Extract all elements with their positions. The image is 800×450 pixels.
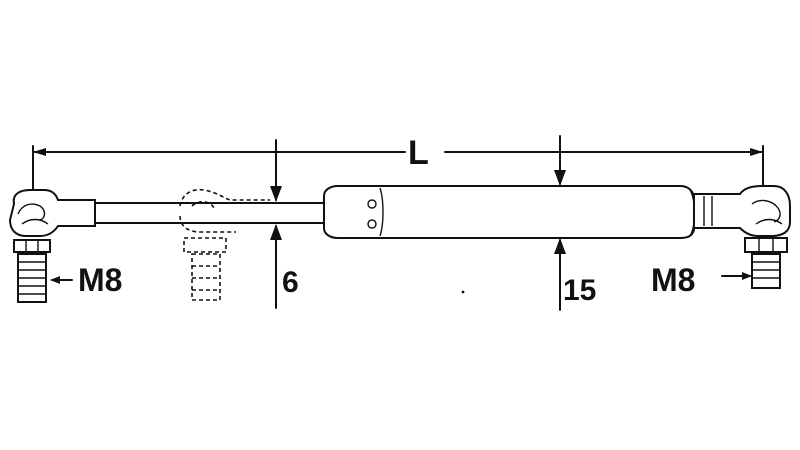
rod-diameter-dimension xyxy=(270,139,282,309)
cylinder-arrow-top xyxy=(554,170,566,186)
length-arrow-left xyxy=(33,148,46,156)
cylinder-diameter-dimension xyxy=(554,135,566,311)
left-end-fitting xyxy=(8,189,96,303)
rod-diameter-label: 6 xyxy=(282,266,299,299)
right-threaded-stud xyxy=(751,253,781,289)
piston-rod xyxy=(94,202,325,224)
cylinder-diameter-label: 15 xyxy=(563,274,597,307)
speck xyxy=(461,290,465,294)
cylinder-hole-top xyxy=(367,199,377,209)
cylinder-body xyxy=(323,185,696,239)
length-label: L xyxy=(408,134,429,172)
length-dimension xyxy=(32,145,764,191)
left-hex-nut xyxy=(13,239,51,253)
cylinder-hole-bottom xyxy=(367,219,377,229)
rod-arrow-top xyxy=(270,186,282,202)
left-thread-label: M8 xyxy=(78,262,123,298)
right-thread-label: M8 xyxy=(651,262,696,298)
length-arrow-right xyxy=(750,148,763,156)
cylinder-arrow-bottom xyxy=(554,238,566,254)
right-hex-nut xyxy=(744,237,788,253)
rod-arrow-bottom xyxy=(270,224,282,240)
alternate-fitting-dashed xyxy=(179,188,270,301)
right-end-fitting xyxy=(693,185,791,289)
